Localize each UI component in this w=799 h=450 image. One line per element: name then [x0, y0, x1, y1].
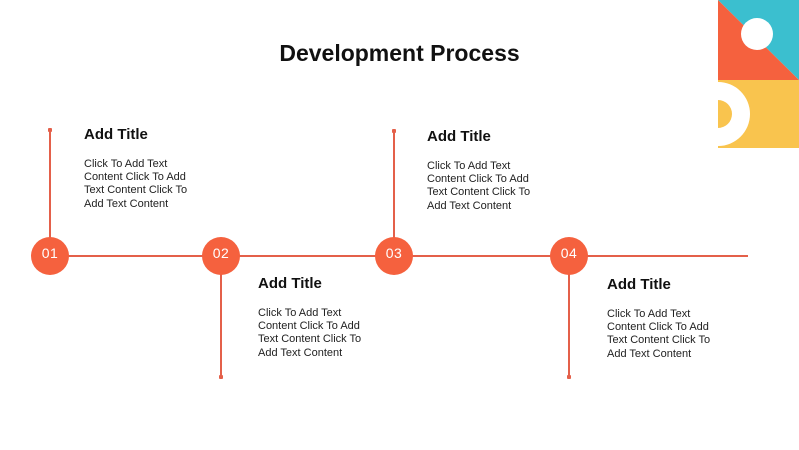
timeline-branch-03 [393, 132, 395, 256]
item-body-line: Content Click To Add [84, 171, 186, 184]
timeline-item-04[interactable]: Add Title Click To Add Text Content Clic… [607, 276, 747, 361]
item-title-04[interactable]: Add Title [607, 276, 671, 293]
timeline-branch-01 [49, 131, 51, 256]
timeline-item-01[interactable]: Add Title Click To Add Text Content Clic… [84, 126, 224, 211]
item-title-02[interactable]: Add Title [258, 275, 322, 292]
white-circle-icon [741, 18, 773, 50]
step-number-04: 04 [560, 245, 578, 261]
step-number-03: 03 [385, 245, 403, 261]
branch-end-dot-01 [48, 128, 52, 132]
item-body-line: Text Content Click To [427, 186, 531, 199]
item-body-line: Click To Add Text [607, 308, 691, 320]
item-body-line: Click To Add Text [84, 158, 168, 170]
step-circle-03[interactable]: 03 [375, 237, 413, 275]
item-body-line: Click To Add Text [427, 160, 511, 172]
step-number-01: 01 [41, 245, 59, 261]
corner-decoration [718, 0, 799, 148]
item-body-line: Content Click To Add [427, 173, 529, 186]
item-body-04[interactable]: Click To Add Text Content Click To Add T… [607, 308, 747, 361]
item-body-line: Add Text Content [607, 347, 692, 360]
item-title-01[interactable]: Add Title [84, 126, 148, 143]
item-body-line: Text Content Click To [607, 334, 711, 347]
step-circle-04[interactable]: 04 [550, 237, 588, 275]
step-circle-02[interactable]: 02 [202, 237, 240, 275]
item-body-line: Content Click To Add [607, 321, 709, 334]
item-body-02[interactable]: Click To Add Text Content Click To Add T… [258, 307, 398, 360]
item-body-03[interactable]: Click To Add Text Content Click To Add T… [427, 160, 567, 213]
branch-end-dot-03 [392, 129, 396, 133]
item-body-line: Click To Add Text [258, 307, 342, 319]
item-body-line: Add Text Content [84, 197, 169, 210]
item-title-03[interactable]: Add Title [427, 128, 491, 145]
branch-end-dot-02 [219, 375, 223, 379]
timeline-item-02[interactable]: Add Title Click To Add Text Content Clic… [258, 275, 398, 360]
timeline-branch-02 [220, 256, 222, 377]
item-body-line: Add Text Content [427, 199, 512, 212]
item-body-line: Add Text Content [258, 346, 343, 359]
item-body-01[interactable]: Click To Add Text Content Click To Add T… [84, 158, 224, 211]
branch-end-dot-04 [567, 375, 571, 379]
step-circle-01[interactable]: 01 [31, 237, 69, 275]
timeline-branch-04 [568, 256, 570, 377]
timeline-item-03[interactable]: Add Title Click To Add Text Content Clic… [427, 128, 567, 213]
white-half-ring-icon [718, 82, 750, 146]
item-body-line: Text Content Click To [84, 184, 188, 197]
step-number-02: 02 [212, 245, 230, 261]
item-body-line: Text Content Click To [258, 333, 362, 346]
item-body-line: Content Click To Add [258, 320, 360, 333]
slide-title[interactable]: Development Process [279, 40, 520, 66]
